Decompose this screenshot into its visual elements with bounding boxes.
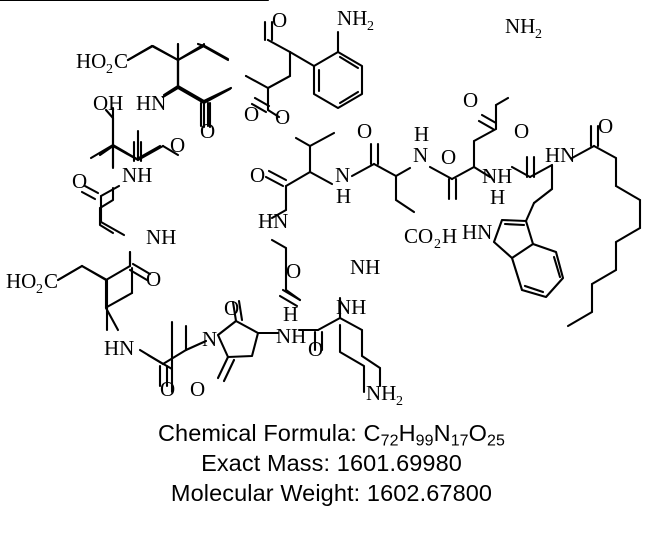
- atom-label-subscript: 2: [106, 62, 113, 77]
- benzene-ring-anthraniloyl: [288, 30, 364, 110]
- label-oxygen-gly-amide: O: [72, 169, 87, 193]
- formula-element-o: O: [468, 420, 488, 446]
- label-oxygen-asn-side: O: [463, 88, 478, 112]
- formula-element-h: H: [398, 420, 416, 446]
- label-amide-h-asn: H: [490, 185, 505, 209]
- exact-mass-label: Exact Mass:: [201, 450, 331, 476]
- atom-label-text: CO: [404, 224, 433, 248]
- label-amide-n-thr: N: [335, 163, 350, 187]
- label-oxygen-gly2-amide: O: [286, 259, 301, 283]
- caption-line-exact-mass: Exact Mass: 1601.69980: [0, 448, 663, 478]
- label-glutamate-carboxyl: HO 2 C: [76, 49, 128, 77]
- formula-element-c: C: [363, 420, 381, 446]
- chemical-structure-diagram: HO 2 C OH HN NH NH HO 2 C HN N NH H NH N…: [0, 0, 642, 409]
- label-oxygen-glu-amide: O: [200, 119, 215, 143]
- label-oxygen-asn-amide: O: [441, 145, 456, 169]
- atom-label-subscript: 2: [535, 27, 542, 42]
- atom-label-text: HO: [6, 269, 36, 293]
- formula-caption: Chemical Formula: C72H99N17O25 Exact Mas…: [0, 418, 663, 508]
- label-amide-hn-gly3: HN: [258, 209, 288, 233]
- label-ester-oxygen: O: [275, 105, 290, 129]
- formula-count-n: 17: [450, 432, 469, 450]
- caption-line-molecular-weight: Molecular Weight: 1602.67800: [0, 478, 663, 508]
- molecular-weight-value: 1602.67800: [366, 480, 493, 506]
- atom-label-text: C: [44, 269, 58, 293]
- label-anthraniloyl-amine: NH 2: [337, 6, 374, 34]
- label-aspartate-carboxyl: HO 2 C: [6, 269, 58, 297]
- label-amide-h-asp2: H: [414, 122, 429, 146]
- label-oxygen-asp-amide: O: [146, 267, 161, 291]
- label-amide-nh-asn: NH: [482, 164, 512, 188]
- formula-value: C72H99N17O25: [363, 420, 506, 450]
- label-amide-h-succ: H: [283, 302, 298, 326]
- label-amide-hn-trp: HN: [545, 143, 575, 167]
- caption-line-formula: Chemical Formula: C72H99N17O25: [0, 418, 663, 450]
- label-oxygen-trp-amide: O: [514, 119, 529, 143]
- atom-label-subscript: 2: [36, 282, 43, 297]
- label-ornithine-amine: NH 2: [366, 381, 403, 409]
- label-amide-h-thr: H: [336, 184, 351, 208]
- atom-label-text: HO: [76, 49, 106, 73]
- atom-label-text: NH: [366, 381, 396, 405]
- label-oxygen-succinimide-top: O: [224, 296, 239, 320]
- atom-label-text: NH: [505, 14, 535, 38]
- ornithine-residue: [338, 323, 366, 394]
- macrocycle-skeleton: [0, 0, 642, 388]
- label-aspartate2-carboxyl: CO 2 H: [404, 224, 457, 252]
- label-oxygen-succinimide-bottom: O: [190, 377, 205, 401]
- atom-label-text: NH: [337, 6, 367, 30]
- label-amide-nh-gly: NH: [146, 225, 176, 249]
- label-amide-hn-asp: HN: [104, 336, 134, 360]
- label-ester-carbonyl-oxygen: O: [244, 102, 259, 126]
- label-indole-nh: HN: [462, 220, 492, 244]
- formula-count-c: 72: [380, 432, 399, 450]
- label-amide-nh-orn: NH: [350, 255, 380, 279]
- label-succinimide-nitrogen: N: [202, 327, 217, 351]
- atom-label-group: HO 2 C OH HN NH NH HO 2 C HN N NH H NH N…: [6, 6, 613, 409]
- label-asparagine-amide: NH 2: [505, 14, 542, 42]
- label-oxygen-thr-amide: O: [250, 163, 265, 187]
- atom-label-text: H: [442, 224, 457, 248]
- atom-label-text: C: [114, 49, 128, 73]
- aspartate-lower-left: [56, 264, 134, 332]
- label-oxygen-orn-amide: O: [308, 337, 323, 361]
- label-amide-n-asp2: N: [413, 143, 428, 167]
- formula-element-n: N: [433, 420, 451, 446]
- label-amide-nh-gly2: NH: [336, 295, 366, 319]
- indole-ring-tryptophan: [492, 201, 565, 299]
- label-serine-hydroxyl: OH: [93, 91, 123, 115]
- label-oxygen-ala-amide: O: [160, 377, 175, 401]
- atom-label-subscript: 2: [396, 394, 403, 409]
- exact-mass-value: 1601.69980: [336, 450, 462, 476]
- formula-count-o: 25: [487, 432, 506, 450]
- label-oxygen-acyl: O: [598, 114, 613, 138]
- label-oxygen-ser-amide: O: [170, 133, 185, 157]
- atom-label-subscript: 2: [434, 237, 441, 252]
- molecular-weight-label: Molecular Weight:: [170, 480, 361, 506]
- formula-count-h: 99: [415, 432, 434, 450]
- label-amide-nh-succ: NH: [276, 324, 306, 348]
- label-amide-nh-glu: HN: [136, 91, 166, 115]
- formula-label: Chemical Formula:: [157, 420, 357, 446]
- label-amide-nh-ser: NH: [122, 163, 152, 187]
- label-oxygen-asp2-amide: O: [357, 119, 372, 143]
- atom-label-subscript: 2: [367, 19, 374, 34]
- label-oxygen-kynurenine-ketone: O: [272, 8, 287, 32]
